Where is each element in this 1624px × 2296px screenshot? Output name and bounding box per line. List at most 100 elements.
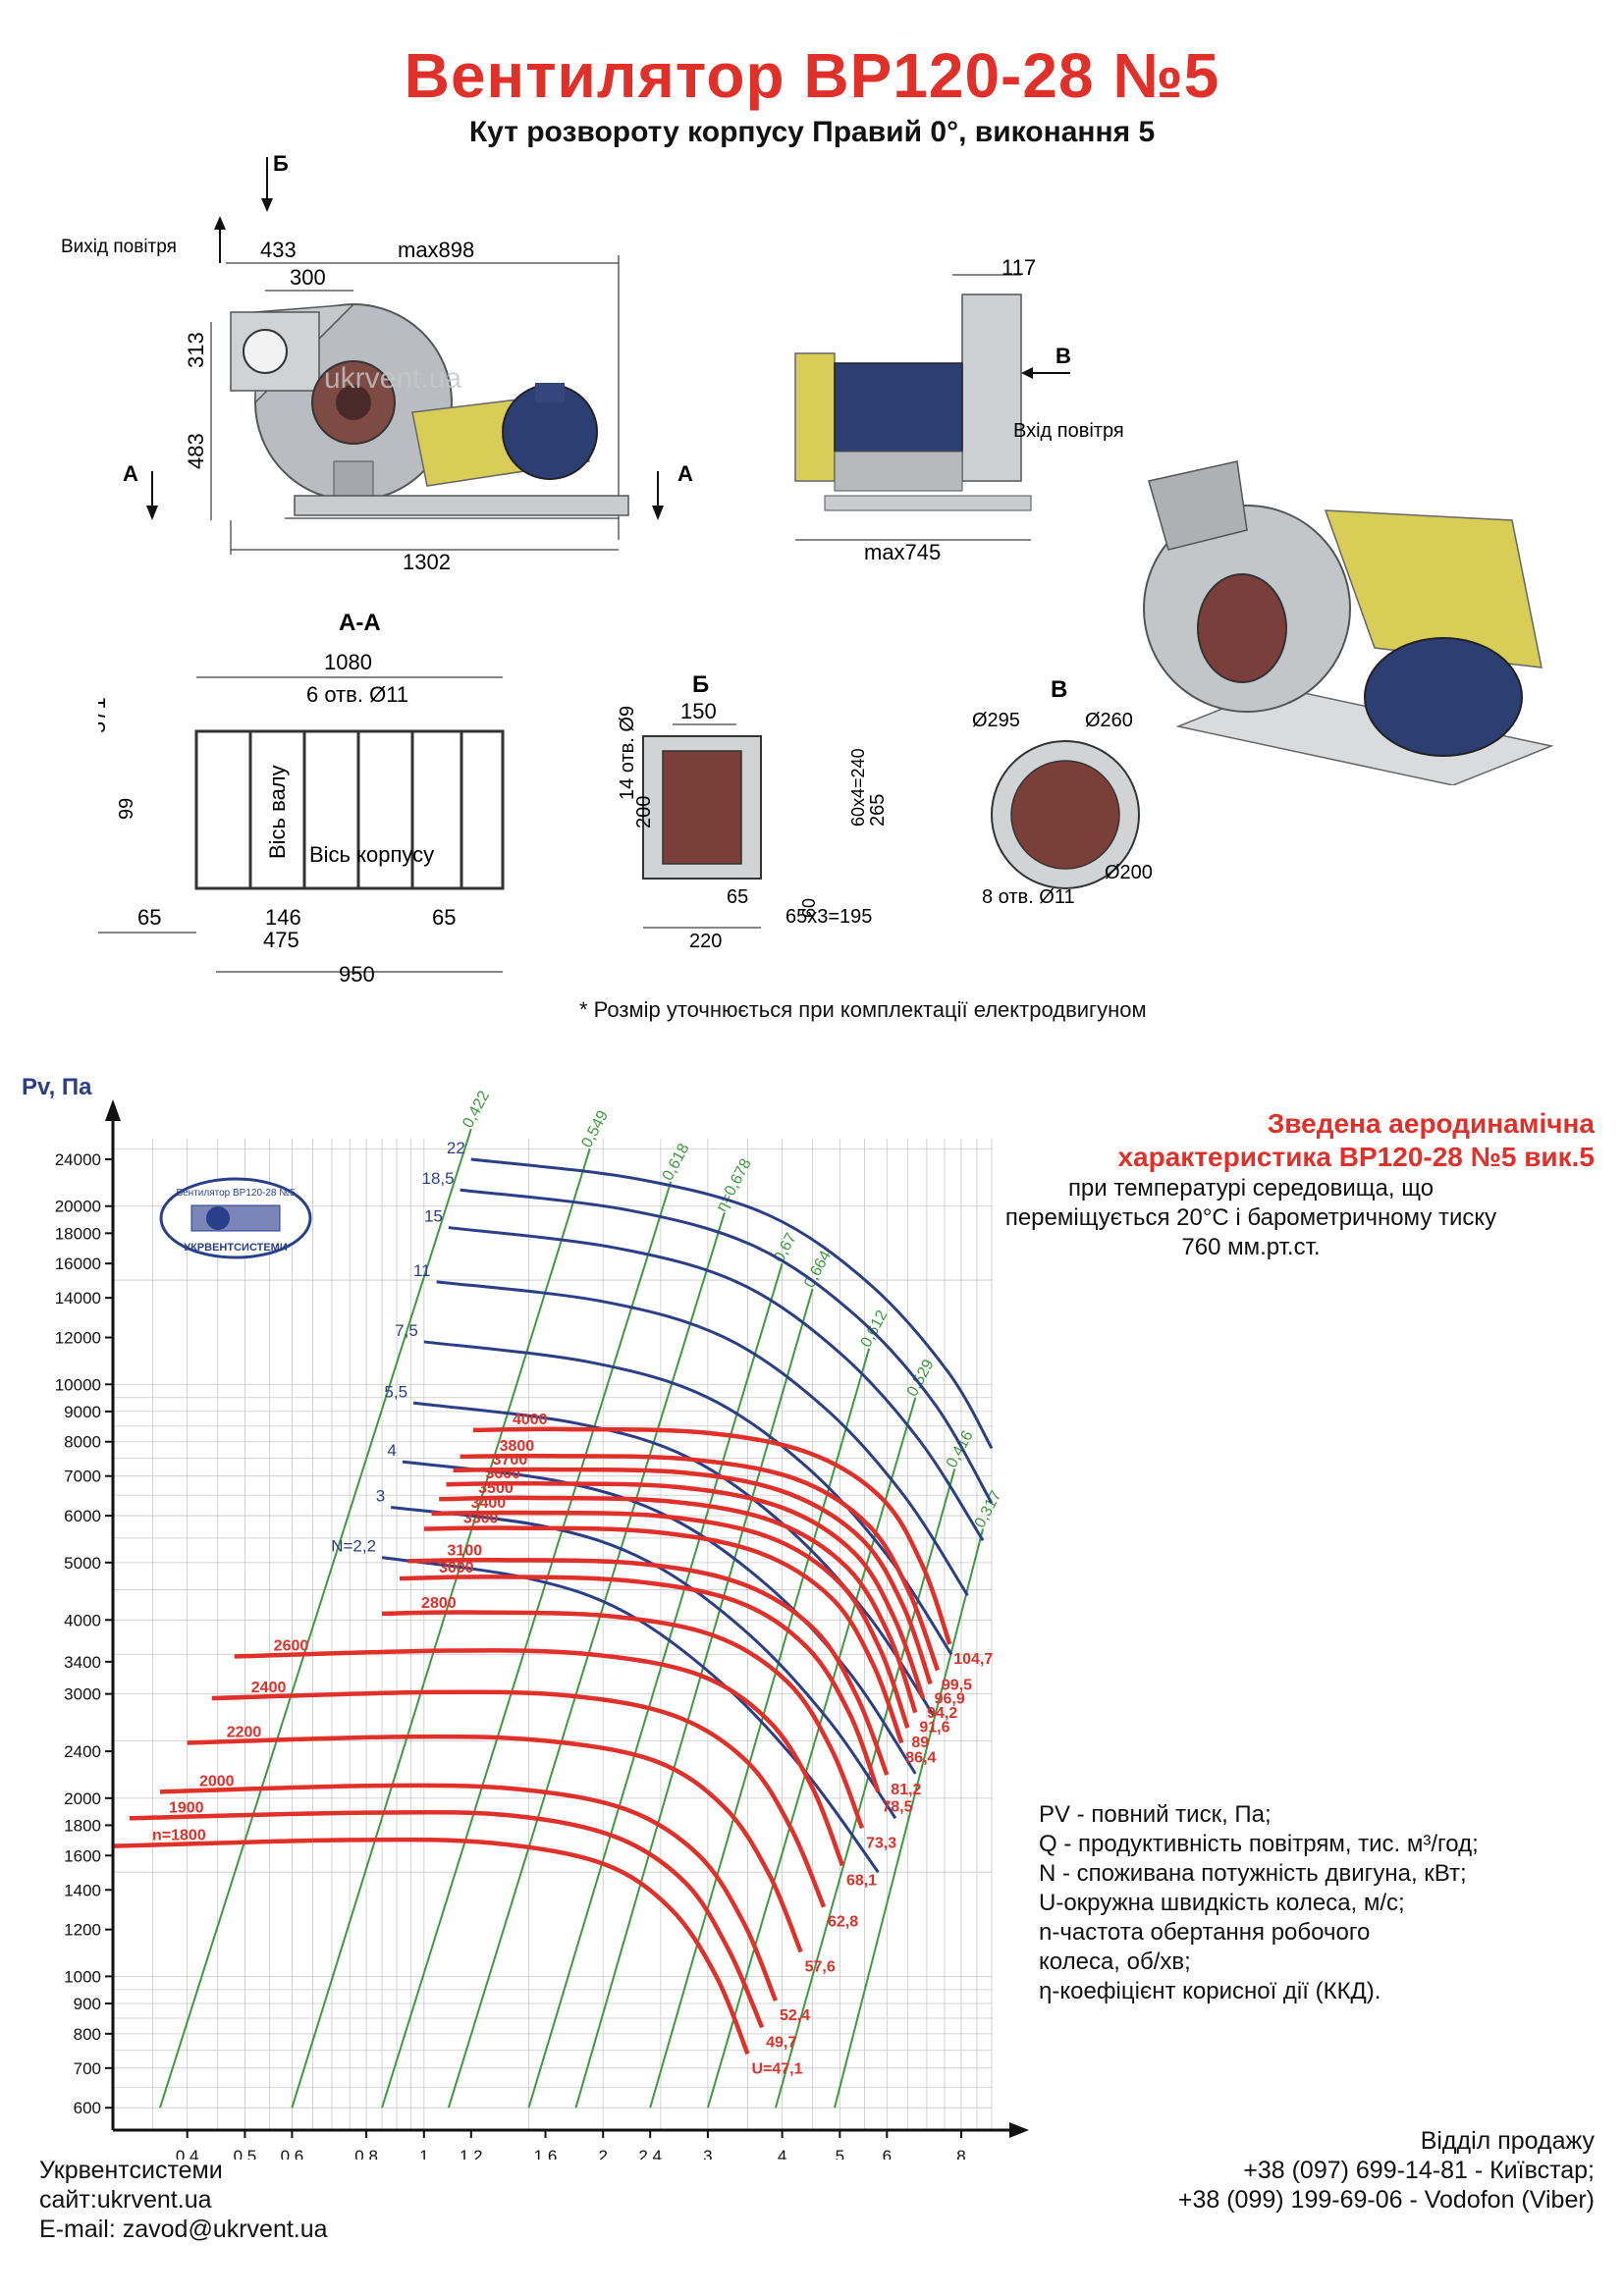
dim-65-right: 65: [432, 905, 456, 930]
power-curve-label: 7,5: [395, 1321, 418, 1340]
rpm-curve-label: 1900: [169, 1799, 204, 1816]
x-tick-label: 0,4: [176, 2147, 199, 2160]
power-curve-label: 3: [376, 1486, 385, 1505]
rpm-curve: [439, 1495, 918, 1714]
efficiency-line: [527, 1262, 784, 2109]
dim-65-left: 65: [137, 905, 161, 930]
power-curve: [448, 1226, 985, 1542]
dim-265: 265: [867, 794, 889, 827]
footer-contacts: Укрвентсистеми сайт:ukrvent.ua E-mail: z…: [39, 2156, 328, 2244]
x-tick-label: 1,2: [460, 2147, 483, 2160]
efficiency-label: 0,67: [771, 1230, 800, 1265]
speed-label: 91,6: [919, 1720, 949, 1736]
rpm-curve-label: 2400: [251, 1680, 287, 1696]
x-tick-label: 4: [778, 2147, 786, 2160]
y-tick-label: 24000: [55, 1150, 101, 1169]
y-tick-label: 2400: [64, 1742, 101, 1761]
y-tick-label: 900: [74, 1995, 101, 2013]
footer-sales: Відділ продажу +38 (097) 699-14-81 - Киї…: [1178, 2126, 1595, 2215]
dim-65-b: 65: [727, 886, 748, 908]
rpm-curve: [472, 1426, 952, 1645]
power-curve: [381, 1556, 880, 1874]
air-outlet-label: Вихід повітря: [61, 237, 177, 257]
y-tick-label: 1200: [64, 1921, 101, 1940]
speed-label: 62,8: [828, 1914, 858, 1931]
dim-571: 571: [98, 697, 110, 733]
power-curve: [436, 1280, 969, 1597]
view-v-drawing: В Ø295 Ø260 Ø200 8 отв. Ø11: [972, 676, 1153, 908]
y-tick-label: 700: [74, 2059, 101, 2078]
sales-title: Відділ продажу: [1420, 2127, 1595, 2155]
efficiency-line: [381, 1181, 673, 2109]
y-axis-arrow: [105, 1099, 121, 1121]
legend-item-pv: PV - повний тиск, Па;: [1039, 1801, 1272, 1828]
rpm-curve: [187, 1734, 803, 1953]
company-email-link[interactable]: E-mail: zavod@ukrvent.ua: [39, 2216, 328, 2243]
y-axis-label: Pv, Па: [22, 1074, 92, 1100]
efficiency-label: 0,529: [904, 1357, 938, 1399]
rpm-curve: [446, 1480, 926, 1699]
power-curve: [402, 1460, 917, 1775]
y-tick-label: 1600: [64, 1846, 101, 1865]
dim-1080: 1080: [324, 650, 372, 674]
y-tick-label: 1000: [64, 1967, 101, 1986]
power-curve: [423, 1340, 953, 1656]
chart-desc-line1: при температурі середовища, що: [1067, 1175, 1435, 1201]
y-tick-label: 5000: [64, 1554, 101, 1573]
chart-desc-line3: 760 мм.рт.ст.: [1181, 1234, 1321, 1260]
efficiency-line: [649, 1348, 871, 2109]
rpm-curve-label: 2000: [199, 1773, 235, 1789]
dim-max745: max745: [864, 540, 941, 564]
y-tick-label: 9000: [64, 1403, 101, 1421]
shaft-axis-label: Вісь валу: [265, 765, 290, 859]
company-site-link[interactable]: сайт:ukrvent.ua: [39, 2186, 212, 2214]
sales-phone-1[interactable]: +38 (097) 699-14-81 - Київстар;: [1243, 2157, 1595, 2184]
rpm-curve: [382, 1610, 865, 1830]
rpm-curve-label: 2600: [274, 1638, 309, 1655]
page-title: Вентилятор ВР120-28 №5: [404, 40, 1220, 111]
rpm-curve-label: 4000: [513, 1412, 548, 1428]
front-view-drawing: Б Вихід повітря 433 max898 300 313 483 А…: [61, 151, 693, 574]
efficiency-line: [291, 1148, 591, 2109]
speed-label: U=47,1: [751, 2060, 802, 2077]
x-tick-label: 1: [419, 2147, 428, 2160]
speed-label: 86,4: [905, 1750, 936, 1767]
dim-313: 313: [184, 332, 208, 368]
speed-label: 57,6: [805, 1958, 836, 1975]
rpm-curve-label: n=1800: [152, 1828, 206, 1844]
sales-phone-2[interactable]: +38 (099) 199-69-06 - Vodofon (Viber): [1177, 2186, 1595, 2214]
size-note: * Розмір уточнюється при комплектації ел…: [579, 997, 1147, 1022]
section-aa-drawing: А-А 1080 6 отв. Ø11 603 571 99 Вісь валу…: [98, 610, 505, 987]
chart-title: Зведена аеродинамічна характеристика ВР1…: [907, 1107, 1595, 1174]
legend-item-n: N - споживана потужність двигуна, кВт;: [1039, 1860, 1467, 1887]
company-stamp-logo: Вентилятор ВР120-28 №5 УКРВЕНТСИСТЕМИ: [159, 1177, 312, 1259]
power-curve-label: 11: [413, 1261, 431, 1280]
power-curve: [460, 1188, 994, 1505]
speed-label: 73,3: [866, 1835, 896, 1851]
dim-d295: Ø295: [972, 710, 1020, 731]
rpm-curve-label: 3800: [500, 1438, 535, 1455]
dim-8-holes: 8 отв. Ø11: [982, 886, 1075, 908]
y-tick-label: 10000: [55, 1375, 101, 1394]
y-tick-label: 3000: [64, 1685, 101, 1704]
efficiency-label: 0,422: [460, 1089, 493, 1131]
y-tick-label: 16000: [55, 1255, 101, 1273]
rpm-curve: [211, 1689, 827, 1908]
dim-65x3: 65х3=195: [785, 906, 872, 928]
y-tick-label: 12000: [55, 1329, 101, 1348]
air-inlet-label: Вхід повітря: [1013, 420, 1124, 442]
x-tick-label: 5: [836, 2147, 844, 2160]
speed-label: 96,9: [935, 1690, 965, 1707]
rpm-curve: [112, 1837, 750, 2056]
x-tick-label: 1,6: [534, 2147, 558, 2160]
power-curve-label: 4: [387, 1441, 396, 1460]
chart-title-line2: характеристика ВР120-28 №5 вик.5: [1117, 1142, 1595, 1172]
watermark: ukrvent.ua: [324, 362, 461, 395]
efficiency-line: [706, 1397, 917, 2109]
rpm-curve: [460, 1453, 941, 1672]
dim-1302: 1302: [403, 550, 451, 574]
dim-117: 117: [1001, 255, 1036, 280]
speed-label: 49,7: [766, 2034, 796, 2051]
